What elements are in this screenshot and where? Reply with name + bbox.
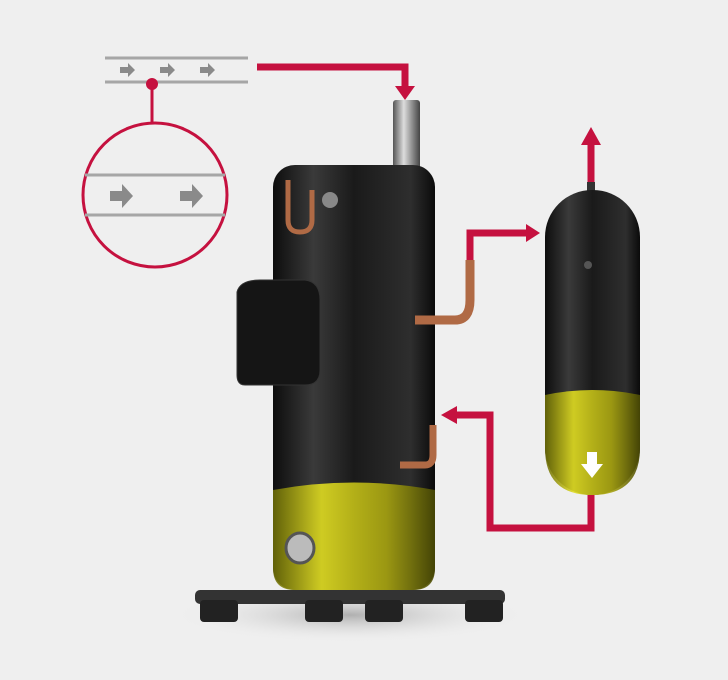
arrow-down-icon: [581, 452, 603, 478]
arrow-down-icon: [395, 86, 415, 100]
pipe-flow-indicator: [105, 56, 248, 84]
arrow-right-icon: [120, 63, 215, 77]
arrow-left-icon: [441, 406, 457, 424]
compressor: [236, 100, 475, 590]
zoom-circle-icon: [81, 121, 229, 269]
arrow-up-icon: [581, 127, 601, 145]
arrow-right-icon: [110, 184, 203, 208]
oil-separator: [545, 182, 640, 495]
flow-arrows: [257, 63, 595, 532]
arrow-right-icon: [526, 224, 540, 242]
compressor-base: [195, 590, 505, 622]
